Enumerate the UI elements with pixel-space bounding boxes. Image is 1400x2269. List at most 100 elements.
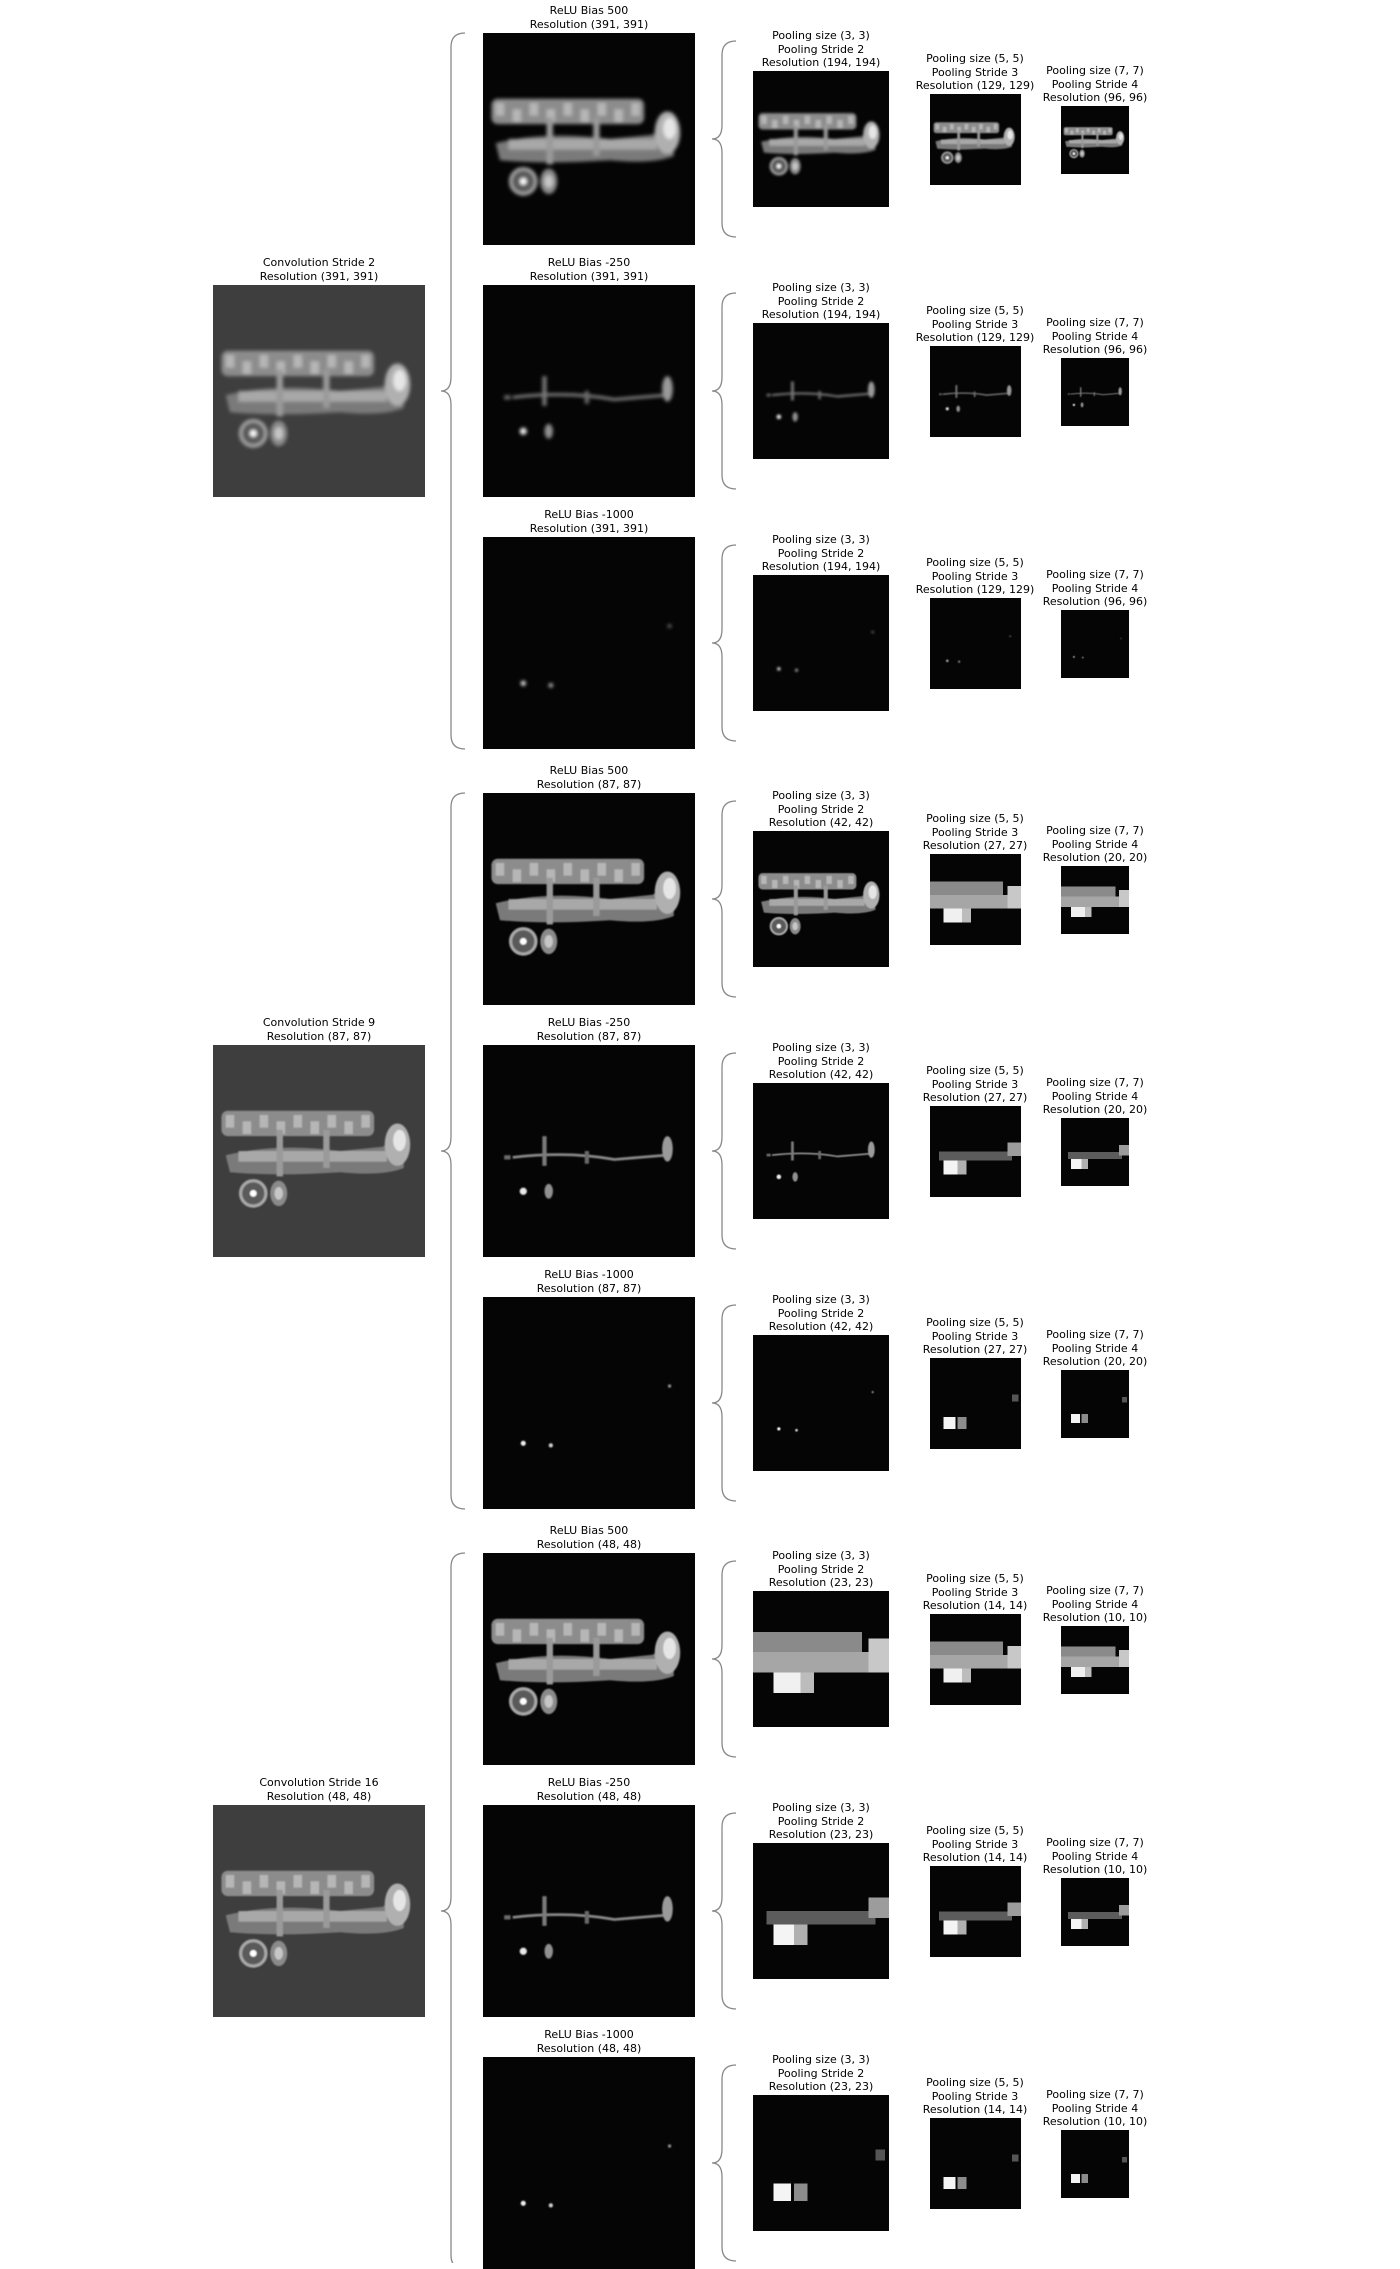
conv-panel-3 — [213, 1805, 425, 2017]
pool-label-2-2-2-line-1: Pooling size (5, 5) — [926, 1064, 1024, 1077]
pool-label-3-3-1-line-1: Pooling size (3, 3) — [772, 2053, 870, 2066]
pool-panel-3-1-2 — [929, 1614, 1021, 1705]
pool-panel-1-3-1 — [753, 575, 889, 711]
pool-panel-1-1-3 — [1061, 106, 1129, 174]
pool-panel-2-2-2 — [929, 1106, 1021, 1197]
pool-panel-1-2-3 — [1061, 358, 1129, 426]
pool-label-2-2-1-line-1: Pooling size (3, 3) — [772, 1041, 870, 1054]
conv-panel-2 — [213, 1045, 425, 1257]
pool-label-3-3-3-line-2: Pooling Stride 4 — [1051, 2101, 1139, 2115]
pool-label-2-1-3-line-2: Pooling Stride 4 — [1051, 837, 1139, 851]
pooled-feature-image — [929, 1641, 1021, 1683]
pool-label-2-3-1-line-3: Resolution (42, 42) — [768, 1320, 874, 1333]
plane-feature-image — [504, 1136, 673, 1199]
pool-label-1-2-3-line-2: Pooling Stride 4 — [1051, 329, 1139, 343]
pool-label-1-1-1-line-2: Pooling Stride 2 — [777, 42, 865, 56]
pool-label-1-3-3-line-2: Pooling Stride 4 — [1051, 581, 1139, 595]
pool-label-3-3-3-line-3: Resolution (10, 10) — [1042, 2115, 1148, 2128]
relu-panel-2-1 — [483, 793, 695, 1005]
pool-label-1-1-1-line-1: Pooling size (3, 3) — [772, 29, 870, 42]
pooled-feature-image — [766, 1897, 889, 1945]
conv-label-2-line-2: Resolution (87, 87) — [266, 1029, 372, 1043]
pool-label-1-3-2-line-2: Pooling Stride 3 — [931, 569, 1019, 583]
relu-label-3-3-line-2: Resolution (48, 48) — [536, 2041, 642, 2055]
pool-panel-1-3-2 — [929, 598, 1021, 689]
pool-label-1-2-1-line-2: Pooling Stride 2 — [777, 294, 865, 308]
relu-panel-2-3 — [483, 1297, 695, 1509]
plane-feature-image — [758, 113, 880, 176]
pool-panel-3-2-1 — [753, 1843, 889, 1979]
pool-label-1-2-2-line-1: Pooling size (5, 5) — [926, 304, 1024, 317]
pool-label-1-2-3-line-1: Pooling size (7, 7) — [1046, 316, 1144, 329]
plane-feature-image — [1073, 638, 1122, 659]
plane-feature-image — [221, 1870, 411, 1968]
plane-feature-image — [1067, 387, 1122, 408]
relu-label-1-3-line-2: Resolution (391, 391) — [529, 521, 649, 535]
pool-label-1-3-3-line-3: Resolution (96, 96) — [1042, 595, 1148, 608]
pool-label-3-1-2-line-3: Resolution (14, 14) — [922, 1599, 1028, 1612]
pool-panel-2-1-1 — [753, 831, 889, 967]
pool-label-2-1-3-line-1: Pooling size (7, 7) — [1046, 824, 1144, 837]
relu-label-2-1-line-2: Resolution (87, 87) — [536, 777, 642, 791]
relu-panel-3-3 — [483, 2057, 695, 2269]
pool-label-1-2-1-line-3: Resolution (194, 194) — [761, 308, 881, 321]
plane-feature-image — [777, 631, 874, 672]
pool-label-2-3-2-line-3: Resolution (27, 27) — [922, 1343, 1028, 1356]
pool-label-1-1-3-line-1: Pooling size (7, 7) — [1046, 64, 1144, 77]
pool-label-2-1-2-line-2: Pooling Stride 3 — [931, 825, 1019, 839]
pooled-feature-image — [753, 1631, 889, 1693]
relu-label-1-2-line-2: Resolution (391, 391) — [529, 269, 649, 283]
conv-label-2-line-1: Convolution Stride 9 — [262, 1016, 376, 1029]
conv-label-1-line-1: Convolution Stride 2 — [262, 256, 376, 269]
pool-label-3-2-2-line-1: Pooling size (5, 5) — [926, 1824, 1024, 1837]
pool-label-3-2-3-line-2: Pooling Stride 4 — [1051, 1849, 1139, 1863]
pool-label-3-1-2-line-1: Pooling size (5, 5) — [926, 1572, 1024, 1585]
pooled-feature-image — [1067, 1905, 1129, 1929]
pool-label-2-2-2-line-3: Resolution (27, 27) — [922, 1091, 1028, 1104]
relu-panel-3-2 — [483, 1805, 695, 2017]
plane-feature-image — [520, 2144, 672, 2208]
relu-label-1-1-line-1: ReLU Bias 500 — [549, 4, 629, 17]
pool-label-1-3-2-line-1: Pooling size (5, 5) — [926, 556, 1024, 569]
pool-label-2-1-2-line-1: Pooling size (5, 5) — [926, 812, 1024, 825]
pool-label-3-1-1-line-3: Resolution (23, 23) — [768, 1576, 874, 1589]
plane-feature-image — [491, 858, 681, 956]
pool-label-2-2-3-line-3: Resolution (20, 20) — [1042, 1103, 1148, 1116]
pool-panel-2-2-3 — [1061, 1118, 1129, 1186]
conv-label-3-line-1: Convolution Stride 16 — [259, 1776, 379, 1789]
plane-feature-image — [221, 1110, 411, 1208]
pool-label-3-3-2-line-1: Pooling size (5, 5) — [926, 2076, 1024, 2089]
relu-label-1-3-line-1: ReLU Bias -1000 — [544, 508, 634, 521]
pool-label-2-3-2-line-2: Pooling Stride 3 — [931, 1329, 1019, 1343]
pooled-feature-image — [1061, 886, 1129, 917]
pool-panel-3-3-3 — [1061, 2130, 1129, 2198]
pool-label-3-1-1-line-1: Pooling size (3, 3) — [772, 1549, 870, 1562]
plane-feature-image — [933, 122, 1015, 164]
conv-panel-1 — [213, 285, 425, 497]
pool-label-2-3-3-line-1: Pooling size (7, 7) — [1046, 1328, 1144, 1341]
pool-label-3-2-1-line-2: Pooling Stride 2 — [777, 1814, 865, 1828]
relu-label-3-2-line-2: Resolution (48, 48) — [536, 1789, 642, 1803]
